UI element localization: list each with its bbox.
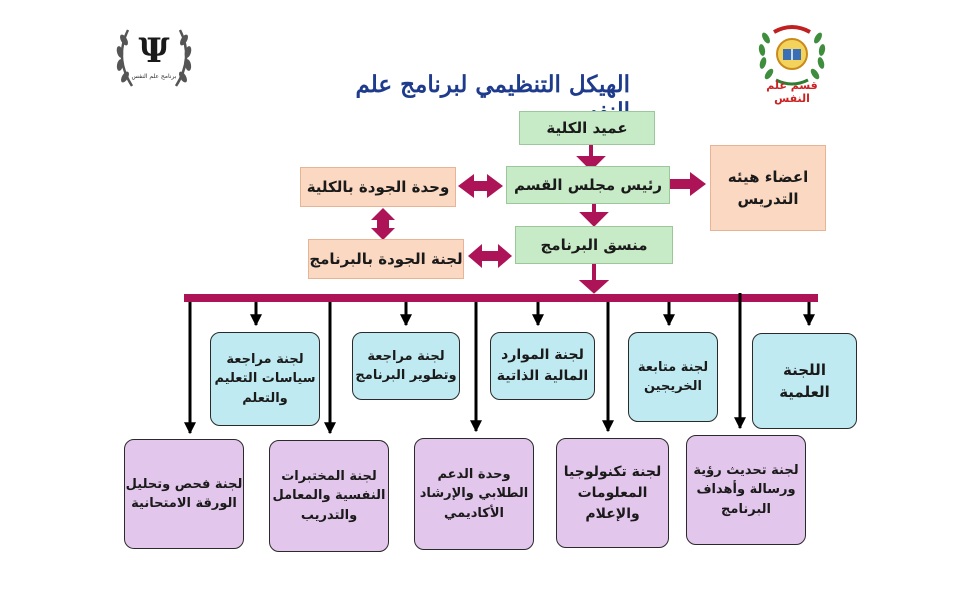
dean-box: عميد الكلية — [519, 111, 655, 145]
program-coordinator-box: منسق البرنامج — [515, 226, 673, 264]
arrow-coordinator-to-bus — [578, 264, 610, 294]
faculty-members-box: اعضاء هيئه التدريس — [710, 145, 826, 231]
psychology-program-logo: Ψ برنامج علم النفس — [116, 29, 192, 87]
department-caption: قسم علم النفس — [766, 79, 818, 105]
it-media-committee-box: لجنة تكنولوجيا المعلومات والإعلام — [556, 438, 669, 548]
department-head-box: رئيس مجلس القسم — [506, 166, 670, 204]
college-quality-unit-box: وحدة الجودة بالكلية — [300, 167, 456, 207]
arrow-head-to-coordinator — [579, 204, 609, 227]
vision-mission-committee-box: لجنة تحديث رؤية ورسالة وأهداف البرنامج — [686, 435, 806, 545]
program-quality-committee-box: لجنة الجودة بالبرنامج — [308, 239, 464, 279]
left-logo-text: برنامج علم النفس — [132, 73, 177, 80]
arrow-college-program-quality — [371, 208, 395, 240]
arrow-college-quality-head — [458, 174, 503, 198]
arrow-head-to-faculty — [670, 172, 706, 196]
arrow-program-quality-coordinator — [468, 244, 512, 268]
financial-resources-committee-box: لجنة الموارد المالية الذاتية — [490, 332, 595, 400]
exam-analysis-committee-box: لجنة فحص وتحليل الورقة الامتحانية — [124, 439, 244, 549]
labs-training-committee-box: لجنة المختبرات النفسية والمعامل والتدريب — [269, 440, 389, 552]
psi-letter: Ψ — [138, 31, 169, 71]
student-support-unit-box: وحدة الدعم الطلابي والإرشاد الأكاديمي — [414, 438, 534, 550]
scientific-committee-box: اللجنة العلمية — [752, 333, 857, 429]
department-logo — [758, 25, 826, 86]
program-review-committee-box: لجنة مراجعة وتطوير البرنامج — [352, 332, 460, 400]
graduates-followup-committee-box: لجنة متابعة الخريجين — [628, 332, 718, 422]
arrow-dean-to-head — [576, 145, 606, 171]
teaching-policies-committee-box: لجنة مراجعة سياسات التعليم والتعلم — [210, 332, 320, 426]
distribution-bus — [184, 294, 818, 302]
